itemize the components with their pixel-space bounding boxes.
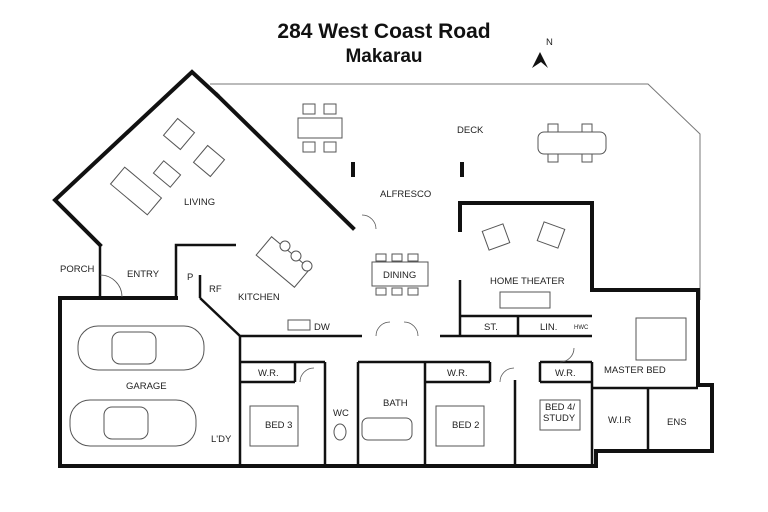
room-label-bed3: BED 3 [265,420,292,431]
deck-outline [210,83,701,300]
room-label-alfresco: ALFRESCO [380,189,431,200]
bed4-desk [539,399,581,431]
toilet [333,423,347,441]
room-label-hwc: HWC [574,325,589,331]
bed3-bed [249,405,299,447]
bed2-bed [435,405,485,447]
room-label-wir: W.I.R [608,415,631,426]
room-label-ensuite: ENS [667,417,687,428]
north-arrow-icon: N [532,37,553,68]
room-label-bed2: BED 2 [452,420,479,431]
room-label-deck: DECK [457,125,484,136]
room-label-bed4-line1: BED 4/ [545,402,575,413]
room-label-dining: DINING [383,270,416,281]
room-label-master-bed: MASTER BED [604,365,666,376]
room-label-living: LIVING [184,197,215,208]
kitchen-island [255,236,313,331]
room-label-garage: GARAGE [126,381,167,392]
room-label-wr-bed4: W.R. [555,368,576,379]
north-letter: N [546,37,553,48]
interior-walls [98,243,698,466]
room-label-wc: WC [333,408,349,419]
home-theater-furniture [481,221,566,309]
room-label-wr-bed3: W.R. [258,368,279,379]
room-label-wr-bed2: W.R. [447,368,468,379]
room-label-porch: PORCH [60,264,94,275]
room-label-dishwasher: DW [314,322,330,333]
plan-title-locality: Makarau [345,46,423,67]
car-icon [77,325,205,371]
car-icon [69,399,197,447]
room-label-linen: LIN. [540,322,557,333]
room-label-kitchen: KITCHEN [238,292,280,303]
deck-table-left [297,103,343,153]
room-label-fridge: RF [209,284,222,295]
deck-table-right [537,123,607,163]
room-label-pantry: P [187,272,193,283]
dining-table [371,253,429,296]
room-label-bath: BATH [383,398,408,409]
room-label-laundry: L'DY [211,434,232,445]
room-label-home-theater: HOME THEATER [490,276,565,287]
plan-title-address: 284 West Coast Road [277,20,491,43]
room-label-bed4-line2: STUDY [543,413,576,424]
bathtub [361,417,413,441]
room-label-store: ST. [484,322,498,333]
door-swings [99,214,575,383]
living-furniture [109,117,226,216]
exterior-walls [52,69,714,468]
room-label-entry: ENTRY [127,269,160,280]
master-bed-bed [635,317,687,361]
